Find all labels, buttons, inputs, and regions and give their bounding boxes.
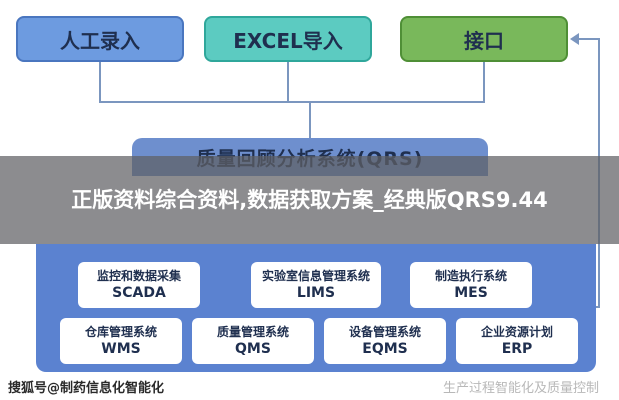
connector-right-bottom [596, 306, 600, 308]
module-cn-label: 质量管理系统 [216, 325, 289, 339]
connector-api-down [483, 62, 485, 102]
module-cn-label: 实验室信息管理系统 [261, 269, 370, 283]
module-lims: 实验室信息管理系统 LIMS [251, 262, 381, 308]
module-cn-label: 设备管理系统 [348, 325, 421, 339]
module-scada: 监控和数据采集 SCADA [78, 262, 200, 308]
watermark-right: 生产过程智能化及质量控制 [442, 381, 599, 396]
manual-entry-label: 人工录入 [60, 28, 140, 53]
module-erp: 企业资源计划 ERP [456, 318, 578, 364]
module-en-label: LIMS [296, 285, 336, 301]
module-en-label: ERP [501, 341, 533, 357]
connector-center-down [309, 102, 311, 138]
arrow-to-api [570, 33, 579, 45]
watermark-left: 搜狐号@制药信息化智能化 [8, 381, 165, 396]
module-en-label: SCADA [112, 285, 166, 301]
module-en-label: QMS [235, 341, 271, 357]
module-en-label: EQMS [362, 341, 408, 357]
api-box: 接口 [400, 16, 568, 62]
module-cn-label: 企业资源计划 [480, 325, 553, 339]
connector-right-top [578, 38, 600, 40]
connector-excel-down [287, 62, 289, 102]
module-wms: 仓库管理系统 WMS [60, 318, 182, 364]
connector-manual-down [99, 62, 101, 102]
connector-horizontal [99, 101, 485, 103]
systems-platform: 监控和数据采集 SCADA 实验室信息管理系统 LIMS 制造执行系统 MES … [36, 244, 596, 372]
banner-title: 正版资料综合资料,数据获取方案_经典版QRS9.44 [71, 188, 548, 212]
title-banner: 正版资料综合资料,数据获取方案_经典版QRS9.44 [0, 156, 619, 244]
excel-import-box: EXCEL导入 [204, 16, 372, 62]
excel-import-label: EXCEL导入 [233, 28, 343, 53]
module-mes: 制造执行系统 MES [410, 262, 532, 308]
module-cn-label: 仓库管理系统 [84, 325, 157, 339]
module-en-label: WMS [101, 341, 141, 357]
module-cn-label: 监控和数据采集 [96, 269, 181, 283]
api-label: 接口 [464, 28, 504, 53]
module-qms: 质量管理系统 QMS [192, 318, 314, 364]
module-cn-label: 制造执行系统 [434, 269, 507, 283]
module-eqms: 设备管理系统 EQMS [324, 318, 446, 364]
module-en-label: MES [454, 285, 488, 301]
manual-entry-box: 人工录入 [16, 16, 184, 62]
